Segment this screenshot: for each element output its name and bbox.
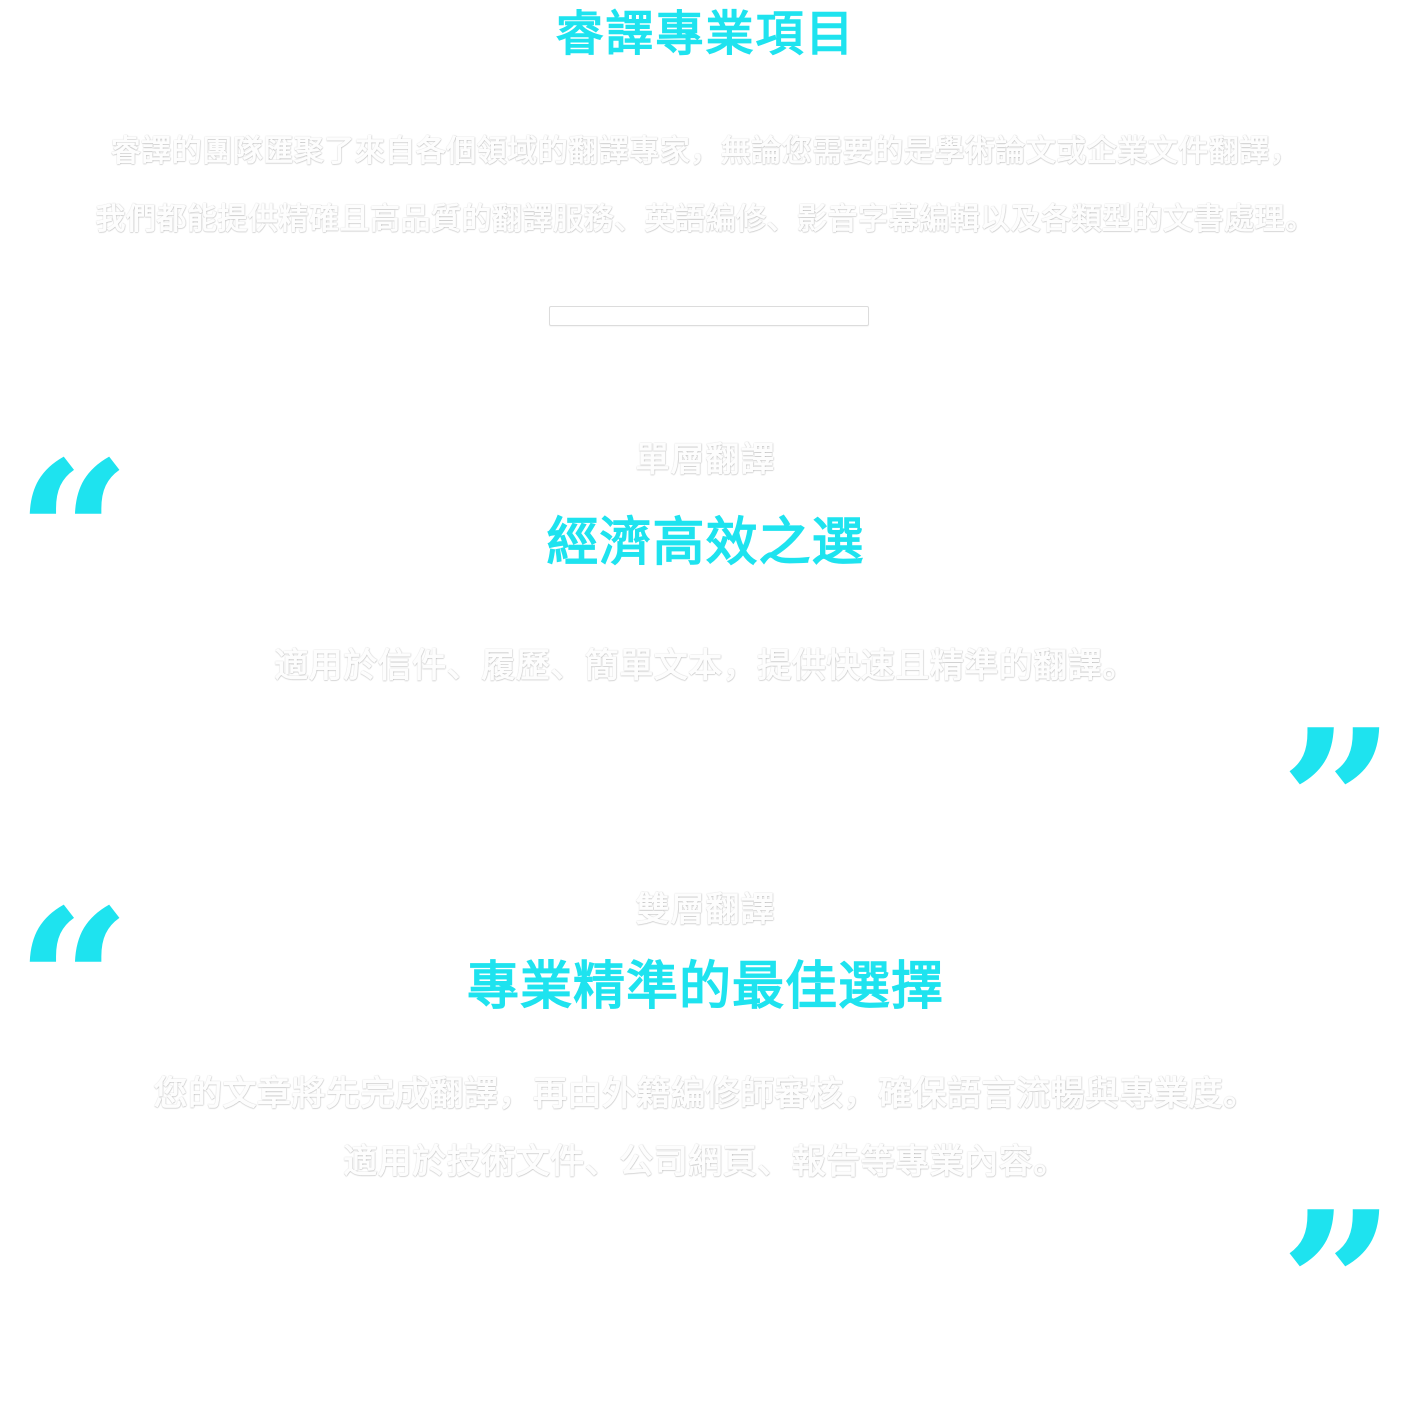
section-description: 您的文章將先完成翻譯，再由外籍編修師審核，確保語言流暢與專業度。 適用於技術文件… xyxy=(0,1060,1411,1196)
description-line: 您的文章將先完成翻譯，再由外籍編修師審核，確保語言流暢與專業度。 xyxy=(153,1074,1258,1114)
intro-paragraph: 睿譯的團隊匯聚了來自各個領域的翻譯專家，無論您需要的是學術論文或企業文件翻譯， … xyxy=(0,118,1411,254)
section-divider xyxy=(549,306,869,326)
section-kicker: 雙層翻譯 xyxy=(635,890,776,930)
section-title: 專業精準的最佳選擇 xyxy=(466,957,944,1017)
open-quote-icon: “ xyxy=(16,418,132,653)
intro-line: 睿譯的團隊匯聚了來自各個領域的翻譯專家，無論您需要的是學術論文或企業文件翻譯， xyxy=(110,134,1301,169)
intro-line: 我們都能提供精確且高品質的翻譯服務、英語編修、影音字幕編輯以及各類型的文書處理。 xyxy=(95,202,1316,237)
page-title: 睿譯專業項目 xyxy=(555,6,856,62)
section-kicker: 單層翻譯 xyxy=(635,440,776,480)
section-description: 適用於信件、履歷、簡單文本，提供快速且精準的翻譯。 xyxy=(0,638,1411,687)
section-title: 經濟高效之選 xyxy=(546,513,865,573)
description-line: 適用於信件、履歷、簡單文本，提供快速且精準的翻譯。 xyxy=(274,646,1137,686)
close-quote-icon: ” xyxy=(1280,1168,1396,1403)
page: 睿譯專業項目 睿譯的團隊匯聚了來自各個領域的翻譯專家，無論您需要的是學術論文或企… xyxy=(0,6,1411,1386)
description-line: 適用於技術文件、公司網頁、報告等專業內容。 xyxy=(343,1142,1068,1182)
open-quote-icon: “ xyxy=(16,866,132,1101)
close-quote-icon: ” xyxy=(1280,686,1396,921)
